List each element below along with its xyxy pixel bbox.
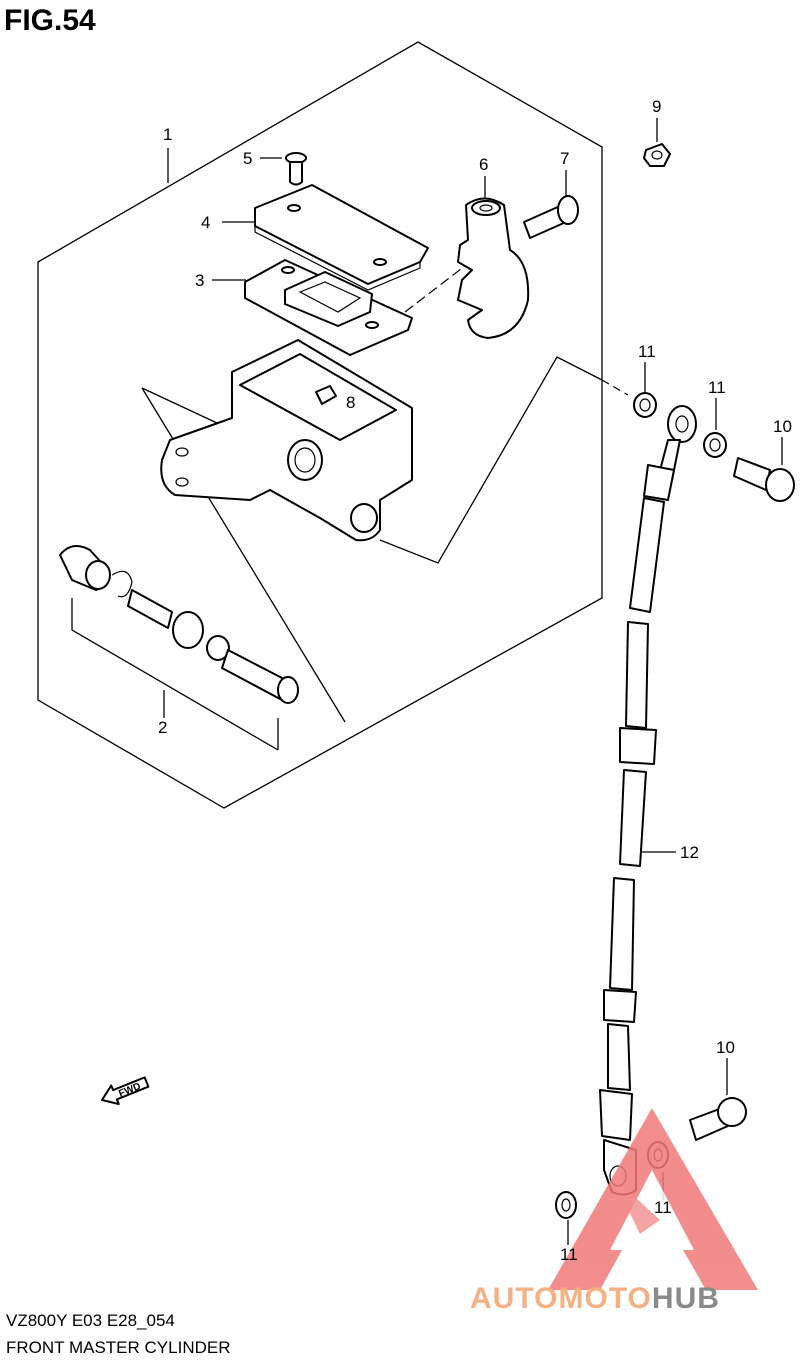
piston-kit-2 [59, 545, 299, 704]
nut-9 [643, 143, 671, 167]
assembly-boundary [37, 41, 603, 809]
callout-8: 8 [346, 393, 356, 412]
washer-11a [633, 392, 657, 418]
watermark-part-2: HUB [651, 1282, 720, 1315]
washer-11d [555, 1191, 577, 1219]
diaphragm-plate-3 [244, 259, 413, 356]
brake-hose-12 [599, 405, 697, 1196]
callout-5: 5 [243, 149, 253, 168]
fwd-label: FWD [117, 1081, 142, 1100]
callout-2: 2 [158, 718, 168, 737]
callout-11-a: 11 [638, 342, 656, 361]
callout-6: 6 [479, 155, 489, 174]
footer-caption: FRONT MASTER CYLINDER [6, 1338, 231, 1357]
callout-12: 12 [680, 843, 699, 862]
callout-4: 4 [201, 213, 211, 232]
watermark-logo [548, 1108, 758, 1290]
master-cylinder-body [160, 339, 413, 542]
callout-10-upper: 10 [773, 417, 792, 436]
watermark-text: AUTOMOTOHUB [470, 1282, 720, 1316]
union-bolt-10b [689, 1097, 747, 1141]
watermark-part-1: AUTOMOTO [470, 1282, 652, 1315]
callout-11-b: 11 [708, 378, 726, 397]
callout-7: 7 [560, 149, 570, 168]
callout-3: 3 [195, 271, 205, 290]
figure-title: FIG.54 [4, 4, 96, 37]
handlebar-clamp-6 [457, 197, 530, 339]
washer-11b [703, 432, 727, 458]
callout-10-lower: 10 [716, 1038, 735, 1057]
callout-11-d: 11 [560, 1245, 578, 1264]
bolt-7 [523, 195, 579, 239]
union-bolt-10a [733, 457, 795, 502]
reservoir-cap-4 [254, 184, 429, 291]
footer-model-code: VZ800Y E03 E28_054 [6, 1311, 175, 1330]
screw-5 [285, 152, 307, 186]
callout-9: 9 [652, 97, 662, 116]
callout-1: 1 [163, 125, 173, 144]
fwd-arrow-icon: FWD [101, 1076, 150, 1106]
callout-11-c: 11 [654, 1198, 672, 1217]
